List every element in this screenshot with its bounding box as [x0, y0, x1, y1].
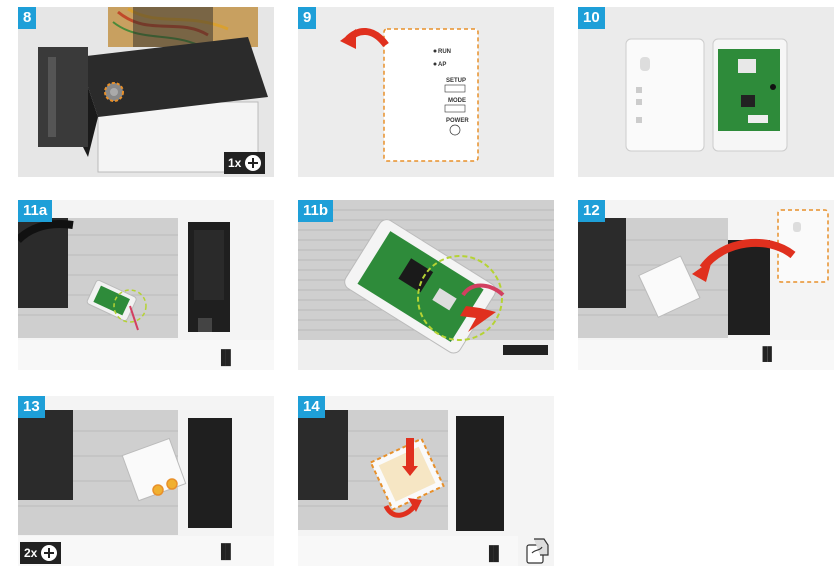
screw-count: 1x: [228, 156, 242, 170]
wifi-module: [383, 28, 479, 162]
push-arrow: [460, 306, 496, 332]
step-9-image: [298, 7, 554, 177]
step-11b-panel: 11b: [298, 200, 554, 370]
screw-marker-1: [152, 484, 164, 496]
power-label: POWER: [446, 118, 469, 124]
screw-count-badge-2: 2x: [20, 542, 62, 564]
screw-count-2: 2x: [24, 546, 38, 560]
screw-marker-2: [166, 478, 178, 490]
step-8-image: [18, 7, 274, 177]
phillips-screw-icon: [245, 155, 262, 171]
step-8-panel: 8 1x: [18, 7, 274, 177]
step-11a-label: 11a: [18, 200, 53, 222]
step-14-panel: ▐▌ 14: [298, 396, 554, 566]
attach-arrow: [699, 239, 796, 271]
step-11b-label: 11b: [298, 200, 334, 222]
phillips-screw-icon: [41, 545, 58, 561]
svg-text:▐▌: ▐▌: [484, 545, 504, 563]
step-10-label: 10: [578, 7, 605, 29]
svg-text:▐▌: ▐▌: [216, 349, 236, 367]
connector-highlight-large: [417, 255, 503, 341]
step-14-image: ▐▌: [298, 396, 554, 566]
svg-text:▐▌: ▐▌: [216, 543, 236, 561]
step-12-panel: ▐▌ 12: [578, 200, 834, 370]
run-indicator-label: RUN: [438, 49, 451, 55]
module-back-cover: [625, 38, 705, 152]
step-13-label: 13: [18, 396, 45, 418]
step-12-label: 12: [578, 200, 605, 222]
step-12-image: ▐▌: [578, 200, 834, 370]
step-13-image: ▐▌: [18, 396, 274, 566]
step-11a-panel: ▐▌ 11a: [18, 200, 274, 370]
svg-text:▐▌: ▐▌: [758, 346, 776, 362]
step-11a-image: ▐▌: [18, 200, 274, 370]
back-cover-highlight: [777, 209, 829, 283]
screw-count-badge: 1x: [224, 152, 266, 174]
step-9-label: 9: [298, 7, 317, 29]
ap-indicator-label: AP: [438, 62, 446, 68]
step-10-image: [578, 7, 834, 177]
setup-button-label: SETUP: [446, 78, 466, 84]
mode-button-label: MODE: [448, 98, 466, 104]
step-13-panel: ▐▌ 13 2x: [18, 396, 274, 566]
step-9-panel: RUN AP SETUP MODE POWER 9: [298, 7, 554, 177]
step-11b-image: [298, 200, 554, 370]
step-10-panel: 10: [578, 7, 834, 177]
hand-cover-icon: [526, 537, 552, 565]
step-8-label: 8: [18, 7, 37, 29]
step-14-label: 14: [298, 396, 325, 418]
connector-highlight: [113, 289, 147, 323]
